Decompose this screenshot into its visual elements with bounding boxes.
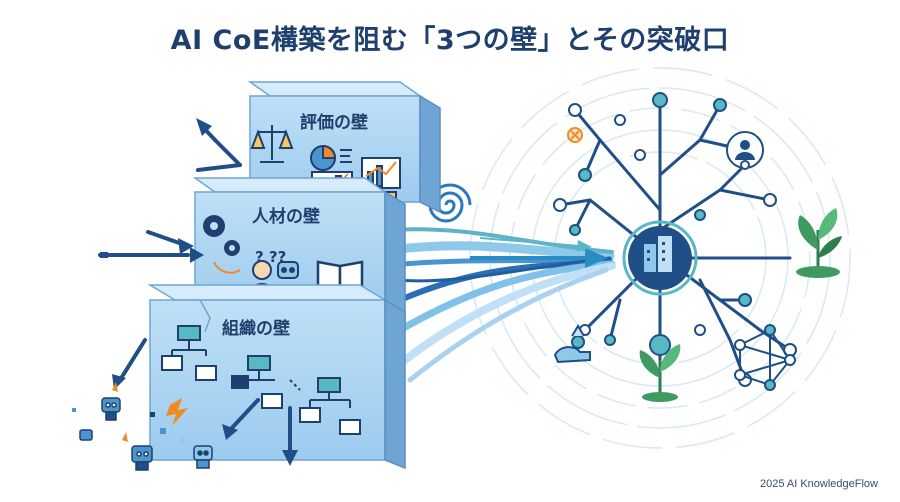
evaluation-wall-label: 評価の壁 bbox=[300, 112, 368, 133]
flow-streams bbox=[385, 227, 616, 383]
robot-icon bbox=[79, 429, 93, 441]
gear-icon bbox=[203, 215, 241, 274]
scale-icon bbox=[250, 125, 294, 163]
org-chart-icon bbox=[161, 325, 361, 435]
plant-icon bbox=[796, 208, 842, 278]
robot-hand-icon bbox=[553, 324, 591, 364]
person-icon bbox=[735, 140, 755, 160]
organization-wall-label: 組織の壁 bbox=[222, 318, 290, 339]
robot-icon bbox=[101, 397, 121, 421]
robot-icon bbox=[193, 445, 213, 469]
flow-arrow bbox=[470, 237, 608, 268]
footer-credit: 2025 AI KnowledgeFlow bbox=[759, 478, 878, 490]
close-icon bbox=[567, 127, 583, 143]
page-title: AI CoE構築を阻む「3つの壁」とその突破口 bbox=[170, 25, 730, 56]
deflected-arrows bbox=[98, 122, 292, 457]
spark-icon bbox=[112, 382, 188, 442]
robot-icon bbox=[131, 445, 153, 471]
building-icon bbox=[622, 220, 698, 296]
debris bbox=[72, 408, 185, 443]
network-cluster bbox=[734, 324, 796, 391]
talent-wall-label: 人材の壁 bbox=[252, 206, 320, 227]
organization-wall: 組織の壁 bbox=[147, 284, 406, 470]
plant-icon bbox=[639, 344, 681, 402]
pie-chart-icon bbox=[310, 144, 352, 171]
